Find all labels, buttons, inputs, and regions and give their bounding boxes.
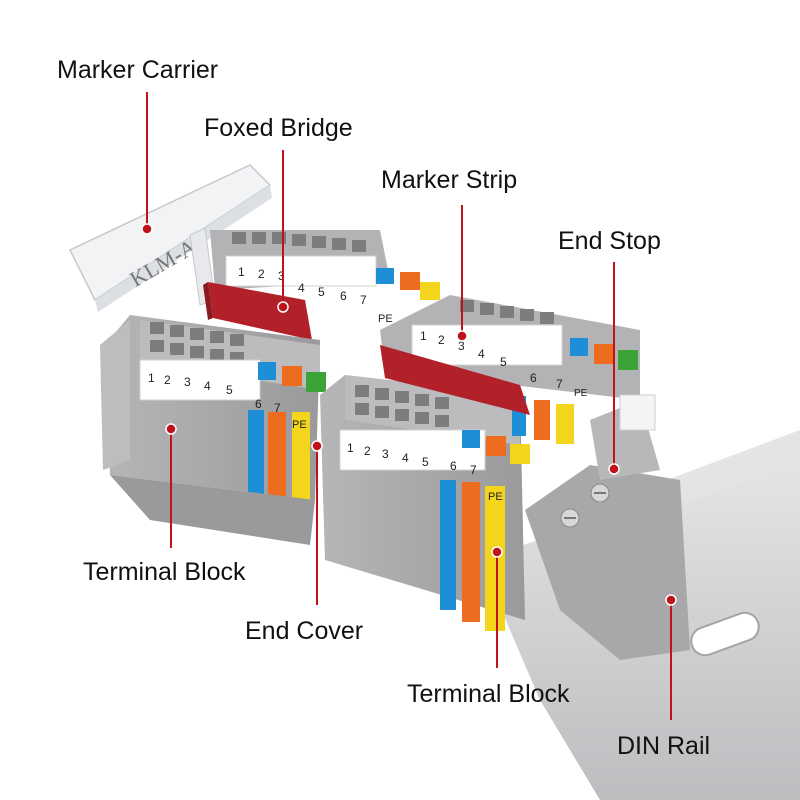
mid-marker-1: 1 [420,329,427,343]
left-marker-5: 5 [226,383,233,397]
mid-green-port [618,350,638,370]
back-yellow-port [420,282,440,300]
left-marker-3: 3 [184,375,191,389]
left-blue-port [258,362,276,380]
right-marker-5: 5 [422,455,429,469]
right-marker-3: 3 [382,447,389,461]
mid-marker-6: 6 [530,371,537,385]
callout-dot-terminal-block-right [491,546,503,558]
back-marker-6: 6 [340,289,347,303]
right-blue-port [462,430,480,448]
callout-dot-marker-carrier [141,223,153,235]
right-marker-2: 2 [364,444,371,458]
label-terminal-block-left: Terminal Block [83,558,246,586]
back-marker-5: 5 [318,285,325,299]
mid-marker-4: 4 [478,347,485,361]
back-marker-7: 7 [360,293,367,307]
terminal-block-left: 1 2 3 4 5 6 7 PE [105,315,326,545]
mid-blue-port [570,338,588,356]
right-marker-1: 1 [347,441,354,455]
left-marker-pe: PE [292,419,307,431]
back-marker-2: 2 [258,267,265,281]
right-marker-strip: 1 2 3 4 5 6 7 [339,429,486,477]
callout-dot-end-stop [608,463,620,475]
callout-dot-din-rail [665,594,677,606]
end-stop [525,394,690,660]
back-marker-1: 1 [238,265,245,279]
left-marker-2: 2 [164,373,171,387]
end-stop-top-clip [619,394,656,431]
terminal-block-back: 1 2 3 4 5 6 7 PE [210,230,440,325]
left-orange-port [282,366,302,386]
right-orange-port [486,436,506,456]
mid-orange-port [594,344,614,364]
label-din-rail: DIN Rail [617,732,711,760]
back-marker-4: 4 [298,281,305,295]
mid-marker-2: 2 [438,333,445,347]
label-marker-carrier: Marker Carrier [57,56,219,84]
back-marker-3: 3 [278,269,285,283]
label-terminal-block-right: Terminal Block [407,680,570,708]
callout-dot-foxed-bridge [277,301,289,313]
right-yellow-strip [485,486,505,631]
left-marker-7: 7 [274,401,281,415]
left-marker-6: 6 [255,397,262,411]
terminal-block-right: 1 2 3 4 5 6 7 PE [320,375,530,631]
back-blue-port [376,268,394,284]
back-gray-ports [232,232,366,252]
marker-strip-red [380,345,530,415]
label-foxed-bridge: Foxed Bridge [204,114,353,142]
mid-orange-strip [534,400,550,440]
mid-marker-3: 3 [458,339,465,353]
callout-dot-marker-strip [456,330,468,342]
left-marker-1: 1 [148,371,155,385]
label-end-stop: End Stop [558,227,661,255]
label-end-cover: End Cover [245,617,364,645]
left-marker-4: 4 [204,379,211,393]
right-marker-pe: PE [488,491,503,503]
mid-gray-ports [460,300,554,324]
left-green-port [306,372,326,392]
right-blue-strip [440,480,456,610]
back-marker-strip: 1 2 3 4 5 6 7 [225,255,377,307]
right-marker-4: 4 [402,451,409,465]
right-gray-ports [355,385,449,427]
mid-marker-5: 5 [500,355,507,369]
end-cover [100,320,130,470]
right-orange-strip [462,482,480,622]
callout-dot-end-cover [311,440,323,452]
right-yellow-port [510,444,530,464]
back-orange-port [400,272,420,290]
mid-marker-7: 7 [556,377,563,391]
callout-lines [141,92,677,720]
back-marker-pe: PE [378,313,393,325]
din-rail-slot [690,611,760,657]
label-marker-strip: Marker Strip [381,166,518,194]
callout-dot-terminal-block-left [165,423,177,435]
foxed-bridge [203,282,312,340]
mid-marker-strip: 1 2 3 4 5 6 7 PE [411,324,588,399]
mid-marker-pe: PE [574,388,588,399]
mid-yellow-strip [556,404,574,444]
right-marker-7: 7 [470,463,477,477]
right-marker-6: 6 [450,459,457,473]
